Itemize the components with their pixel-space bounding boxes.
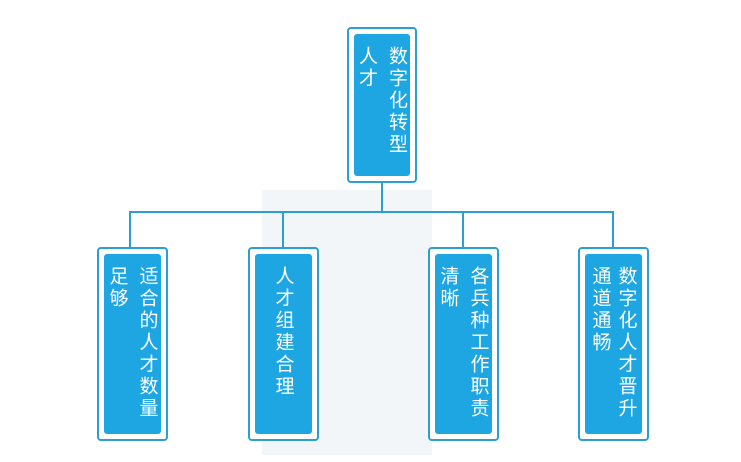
- child-node-2: 人才组建合理: [248, 247, 319, 441]
- child-label-4: 数字化人才晋升 通道通畅: [589, 266, 638, 420]
- child-node-4: 数字化人才晋升 通道通畅: [578, 247, 649, 441]
- child-connector-3: [462, 211, 464, 248]
- child-label-1: 适合的人才数量足够: [106, 266, 159, 420]
- root-connector: [381, 183, 383, 213]
- child-label-3: 各兵种工作职责清晰: [437, 266, 490, 420]
- child-node-3: 各兵种工作职责清晰: [428, 247, 499, 441]
- child-connector-1: [129, 211, 131, 248]
- child-connector-2: [282, 211, 284, 248]
- child-node-1: 适合的人才数量足够: [97, 247, 168, 441]
- root-label: 数字化转型人才: [356, 46, 408, 156]
- root-node: 数字化转型人才: [347, 27, 417, 183]
- child-label-2: 人才组建合理: [272, 266, 295, 398]
- child-connector-4: [612, 211, 614, 248]
- horizontal-connector: [129, 211, 614, 213]
